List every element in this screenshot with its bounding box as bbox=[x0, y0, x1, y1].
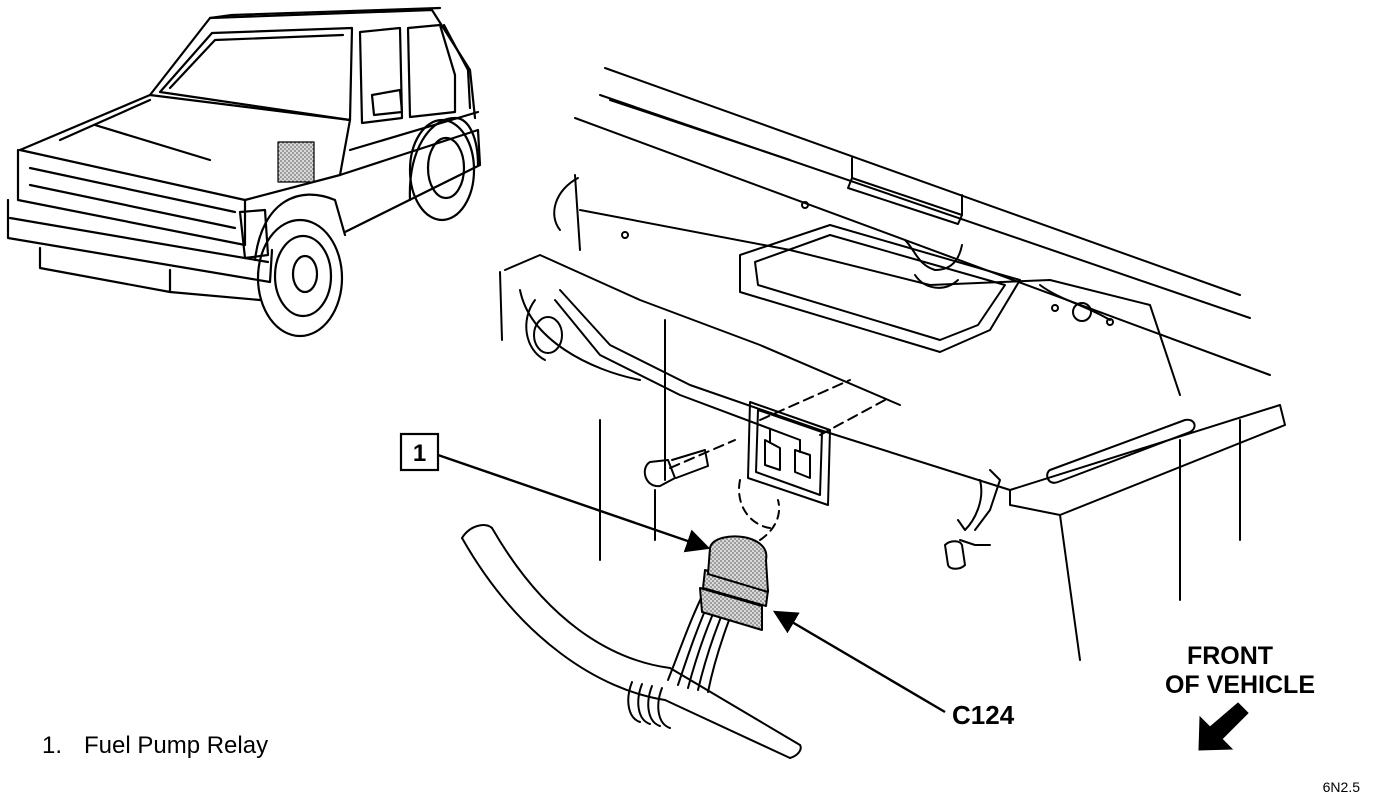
figure-code: 6N2.5 bbox=[1323, 779, 1361, 795]
engine-compartment-illustration bbox=[461, 67, 1286, 759]
front-of-vehicle-line1: FRONT bbox=[1187, 642, 1273, 670]
callout-number-relay: 1 bbox=[413, 440, 426, 467]
legend-item-number: 1. bbox=[42, 732, 62, 759]
front-of-vehicle-line2: OF VEHICLE bbox=[1165, 671, 1315, 699]
front-direction-arrow-icon bbox=[1198, 702, 1249, 751]
vehicle-illustration bbox=[6, 6, 482, 338]
connector-label: C124 bbox=[952, 700, 1015, 730]
callout-box-relay bbox=[399, 432, 440, 472]
legend-item-label: Fuel Pump Relay bbox=[84, 732, 268, 759]
callout-leaders bbox=[437, 453, 946, 714]
